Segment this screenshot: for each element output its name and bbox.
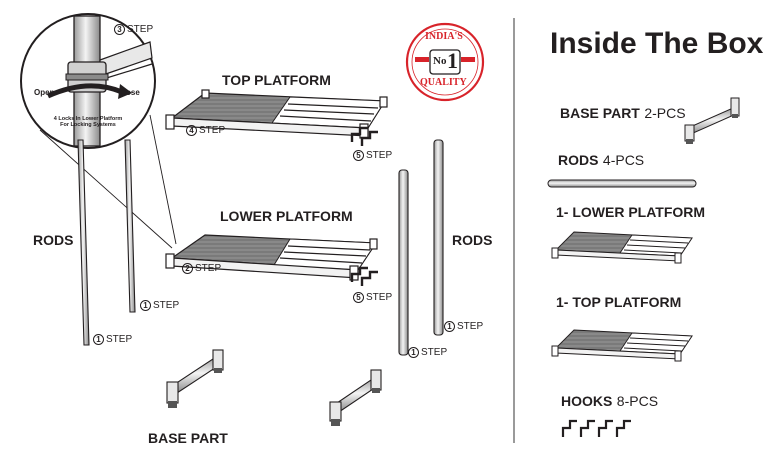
close-label: Close (118, 88, 140, 97)
box-item-base-part: BASE PART 2-PCS (560, 105, 686, 121)
box-hooks-drawing (561, 419, 631, 437)
lower-platform-label: LOWER PLATFORM (220, 208, 353, 224)
base-part-drawing-1 (166, 349, 224, 408)
step-number-3: 3 (114, 24, 125, 35)
box-base-part-drawing (684, 97, 740, 144)
badge-top-text: INDIA'S (425, 31, 463, 42)
step-number-1b: 1 (93, 334, 104, 345)
box-item-top-platform: 1- TOP PLATFORM (556, 294, 682, 310)
lock-note-line-2: For Locking Systems (60, 122, 116, 129)
box-top-platform-drawing (551, 329, 693, 362)
box-rod-drawing (547, 179, 697, 188)
step-number-4: 4 (186, 125, 197, 136)
open-label: Open (34, 88, 55, 97)
badge-no-text: No (433, 55, 447, 67)
rods-label-left: RODS (33, 232, 74, 248)
step-number-2: 2 (182, 263, 193, 274)
arrow-right-icon (118, 84, 132, 99)
rods-label-right: RODS (452, 232, 493, 248)
top-platform-label: TOP PLATFORM (222, 72, 331, 88)
top-platform-drawing (165, 89, 388, 139)
base-part-drawing-2 (329, 369, 382, 426)
lock-note: 4 Locks In Lower Platform For Locking Sy… (48, 116, 128, 129)
base-part-label: BASE PART (148, 430, 228, 446)
step-number-5a: 5 (353, 150, 364, 161)
lock-zoom-detail (20, 13, 177, 249)
hook-icons-left (350, 126, 378, 286)
step-number-5b: 5 (353, 292, 364, 303)
lower-platform-drawing (165, 234, 378, 281)
box-lower-platform-drawing (551, 231, 693, 264)
step-number-1d: 1 (444, 321, 455, 332)
lock-note-line-1: 4 Locks In Lower Platform (53, 116, 123, 122)
rods-assembly (77, 139, 444, 356)
step-number-1c: 1 (408, 347, 419, 358)
inside-box-title: Inside The Box (550, 27, 764, 60)
section-divider (513, 18, 515, 443)
badge-number: 1 (447, 48, 458, 73)
box-item-hooks: HOOKS 8-PCS (561, 393, 659, 409)
quality-badge (405, 22, 485, 102)
box-item-lower-platform: 1- LOWER PLATFORM (556, 204, 706, 220)
box-item-rods: RODS 4-PCS (558, 152, 645, 168)
step-number-1a: 1 (140, 300, 151, 311)
badge-bottom-text: QUALITY (420, 77, 467, 88)
